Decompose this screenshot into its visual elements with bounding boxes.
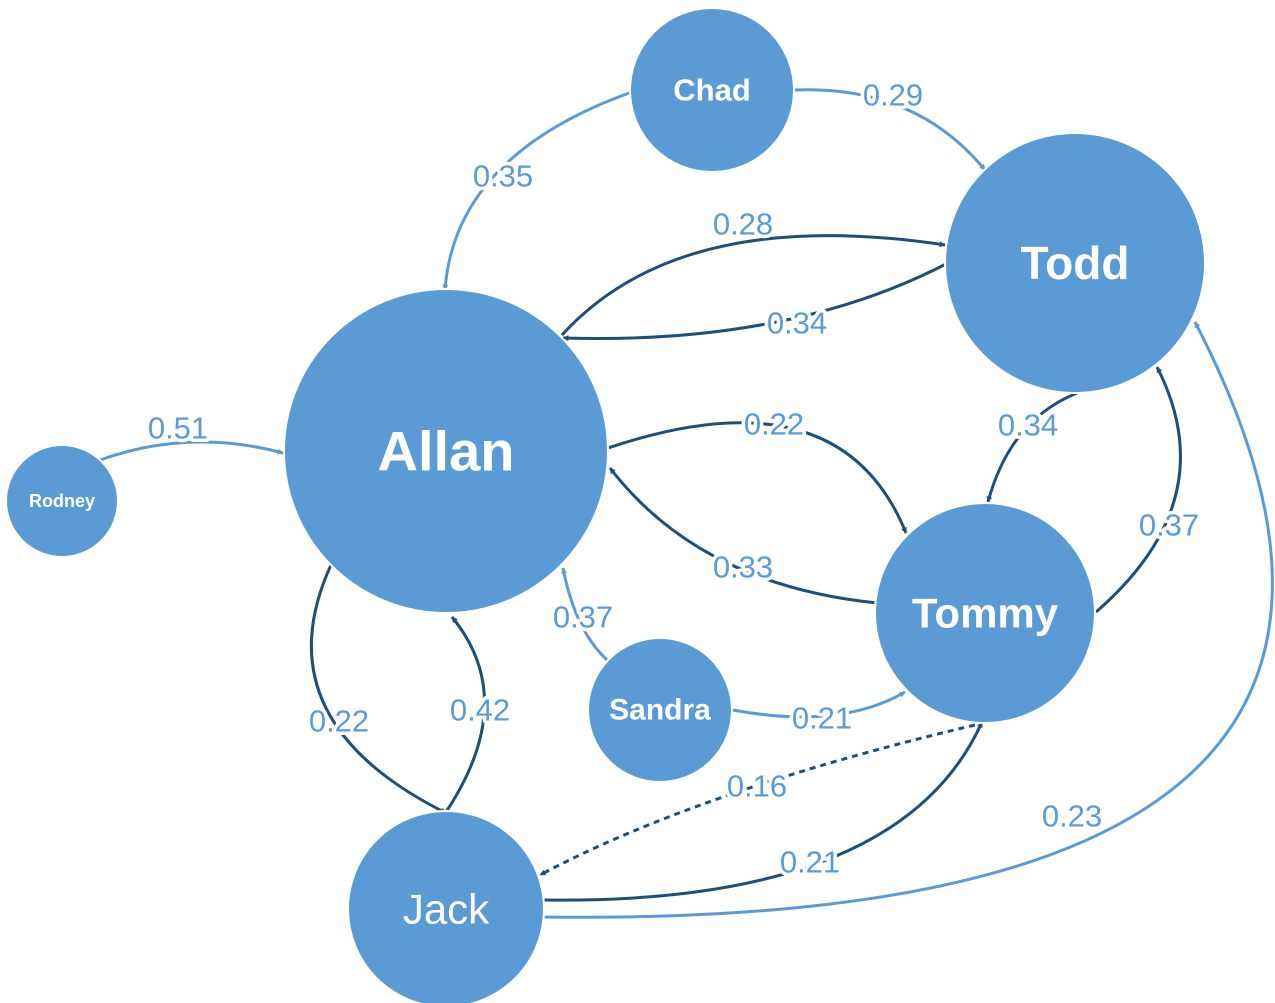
edge-tommy-to-todd <box>1095 366 1182 614</box>
edge-label-jack-to-todd: 0.23 <box>1042 799 1102 834</box>
edge-todd-to-tommy <box>986 391 1078 503</box>
edge-todd-to-allan <box>562 261 949 342</box>
edge-jack-to-tommy <box>542 721 984 902</box>
node-sandra: Sandra <box>587 637 733 783</box>
edge-label-allan-to-todd: 0.28 <box>713 207 773 242</box>
edge-label-allan-to-jack: 0.22 <box>309 704 369 739</box>
edge-label-todd-to-allan: 0.34 <box>767 306 827 341</box>
node-tommy-label: Tommy <box>912 590 1059 637</box>
edges-layer <box>99 88 1274 919</box>
node-rodney-circle <box>5 444 119 558</box>
node-jack: Jack <box>347 810 545 1003</box>
edge-sandra-to-tommy <box>732 690 906 719</box>
edge-chad-to-todd <box>794 88 987 171</box>
edge-label-sandra-to-tommy: 0.21 <box>792 701 852 736</box>
edge-label-todd-to-tommy: 0.34 <box>998 408 1058 443</box>
edge-label-chad-to-allan: 0.35 <box>473 159 533 194</box>
edge-allan-to-jack <box>309 564 447 815</box>
edge-tommy-to-allan <box>608 467 878 605</box>
edge-label-allan-to-tommy: 0.22 <box>744 407 804 442</box>
node-chad-circle <box>629 7 795 173</box>
edge-allan-to-tommy <box>607 421 908 534</box>
edge-label-rodney-to-allan: 0.51 <box>148 411 208 446</box>
node-rodney: Rodney <box>5 444 119 558</box>
node-sandra-label: Sandra <box>609 694 711 727</box>
edge-label-tommy-to-jack: 0.16 <box>727 769 787 804</box>
node-sandra-circle <box>587 637 733 783</box>
node-chad-label: Chad <box>673 73 751 108</box>
node-todd-circle <box>944 132 1206 394</box>
node-tommy: Tommy <box>874 502 1096 724</box>
node-todd-label: Todd <box>1021 237 1130 289</box>
edge-jack-to-allan <box>444 616 486 813</box>
edge-label-tommy-to-todd: 0.37 <box>1139 508 1199 543</box>
edge-rodney-to-allan <box>99 440 284 462</box>
edge-label-jack-to-allan: 0.42 <box>450 693 510 728</box>
edge-tommy-to-jack <box>539 723 976 877</box>
edge-label-sandra-to-allan: 0.37 <box>553 600 613 635</box>
node-rodney-label: Rodney <box>29 491 95 511</box>
node-allan: Allan <box>283 288 609 614</box>
edge-labels-layer: 0.29 0.35 0.28 0.34 0.51 0.22 0.33 0.34 0.37 0.37… <box>144 74 1202 883</box>
edge-label-tommy-to-allan: 0.33 <box>713 550 773 585</box>
edge-chad-to-allan <box>442 90 633 291</box>
node-todd: Todd <box>944 132 1206 394</box>
node-allan-label: Allan <box>378 420 515 483</box>
edge-label-jack-to-tommy: 0.21 <box>780 845 840 880</box>
edge-sandra-to-allan <box>561 567 609 662</box>
node-jack-label: Jack <box>403 886 490 933</box>
edge-label-chad-to-todd: 0.29 <box>863 78 923 113</box>
node-chad: Chad <box>629 7 795 173</box>
edge-jack-to-todd <box>542 321 1274 919</box>
edge-allan-to-todd <box>560 234 946 337</box>
node-tommy-circle <box>874 502 1096 724</box>
node-allan-circle <box>283 288 609 614</box>
node-jack-circle <box>347 810 545 1003</box>
